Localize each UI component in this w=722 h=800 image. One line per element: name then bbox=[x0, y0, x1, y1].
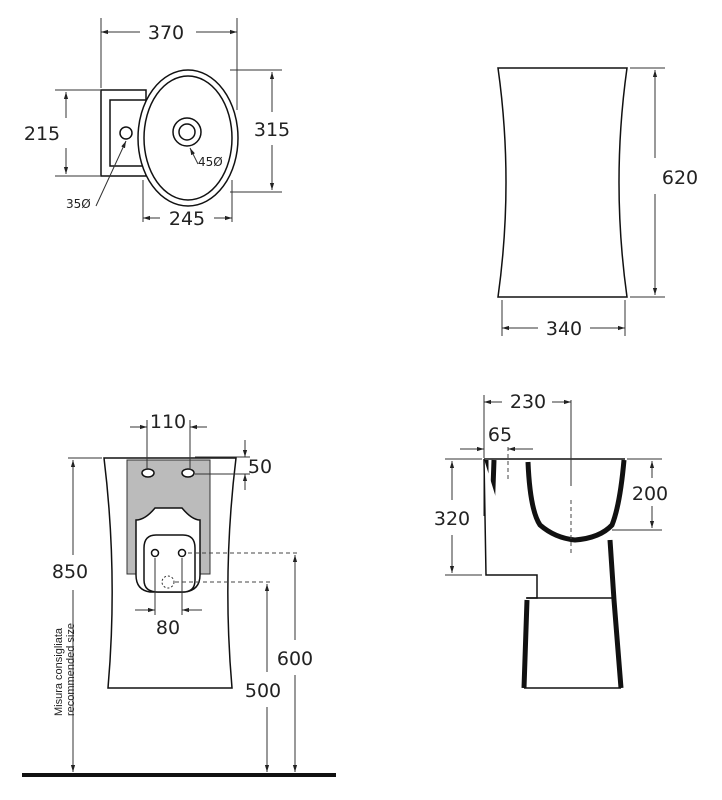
dim-215: 215 bbox=[24, 123, 60, 145]
dim-110: 110 bbox=[150, 411, 186, 433]
dim-65: 65 bbox=[488, 424, 512, 446]
dim-245: 245 bbox=[169, 208, 205, 230]
tap-hole bbox=[119, 126, 133, 140]
note-line-2: recommended size bbox=[65, 623, 77, 716]
front-view: 110 50 850 Misura consigliata recommende… bbox=[22, 411, 336, 777]
dim-340: 340 bbox=[546, 318, 582, 340]
dim-200: 200 bbox=[632, 483, 668, 505]
dim-315: 315 bbox=[254, 119, 290, 141]
dim-tap-diameter: 35Ø bbox=[66, 197, 91, 211]
dim-50: 50 bbox=[248, 456, 272, 478]
dim-600: 600 bbox=[277, 648, 313, 670]
dim-500: 500 bbox=[245, 680, 281, 702]
dim-320: 320 bbox=[434, 508, 470, 530]
dim-230: 230 bbox=[510, 391, 546, 413]
dim-80: 80 bbox=[156, 617, 180, 639]
side-view: 620 340 bbox=[497, 67, 698, 340]
note-line-1: Misura consigliata bbox=[53, 627, 65, 716]
top-view: 370 315 215 245 35Ø 45Ø bbox=[24, 18, 290, 230]
dim-drain-diameter: 45Ø bbox=[198, 155, 223, 169]
dim-620: 620 bbox=[662, 167, 698, 189]
section-view: 230 65 320 200 bbox=[434, 391, 668, 689]
dim-370: 370 bbox=[148, 22, 184, 44]
dim-850: 850 bbox=[52, 561, 88, 583]
